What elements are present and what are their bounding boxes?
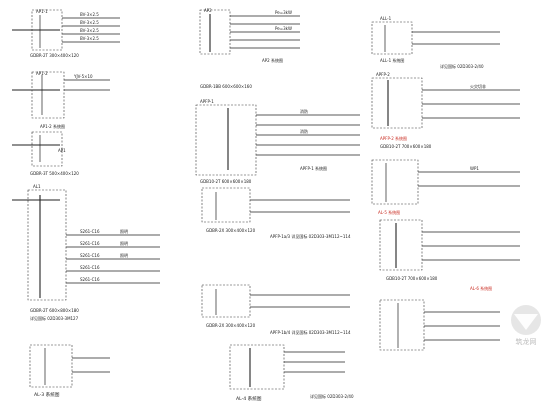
- panel-al-3: AL-3 系统图: [29, 344, 110, 398]
- circuit-cable-label: BV-3×2.5: [80, 20, 99, 25]
- circuit-breaker-label: S261-C16: [80, 229, 100, 234]
- bottom-reference-note: 详见国标 02D303-2/40: [310, 393, 354, 399]
- circuit-fire-label: 消防: [300, 128, 308, 134]
- panel-apfp-1-enclosure: GDB10-2T 600×600×180: [200, 179, 252, 184]
- circuit-breaker-label: S261-C16: [80, 265, 100, 270]
- panel-apfp-1a-label: APFP-1a/3 详见国标 02D303-3M112~114: [270, 233, 351, 239]
- panel-ap1-1-enclosure: GDBR-2T 300×400×120: [30, 53, 79, 58]
- circuit-power-label: Pe=3kW: [275, 26, 292, 31]
- panel-apfp-2-label: APFP-2 系统图: [380, 135, 407, 141]
- panel-ap1-2-title: AP1-2: [36, 71, 48, 76]
- panel-ap1-enclosure: GDBR-3T 500×400×120: [30, 171, 79, 176]
- right-reference-note: 详见国标 02D303-2/40: [440, 63, 484, 69]
- panel-apfp-1-label: APFP-1 系统图: [300, 165, 327, 171]
- circuit-incoming-label: YJV-5×10: [73, 74, 93, 79]
- panel-al1: AL1 S261-C16 S261-C16 S261-C16 S261-C16 …: [12, 184, 160, 321]
- panel-apfp-1b: GDBR-2X 300×400×120 APFP-1b/4 详见国标 02D30…: [201, 284, 351, 335]
- panel-apfp-1a: GDBR-2X 300×400×120 APFP-1a/3 详见国标 02D30…: [201, 187, 351, 239]
- panel-apfp-1: APFP-1 消防 消防 APFP-1 系统图 GDB10-2T 600×600…: [195, 99, 360, 184]
- panel-al-4: AL-4 系统图 详见国标 02D303-2/40: [229, 344, 354, 402]
- panel-al-6: GDB10-2T 700×600×180 AL-6 系统图: [379, 219, 520, 291]
- panel-all-1-title: ALL-1: [380, 16, 392, 21]
- panel-ap1-2: AP1-2 YJV-5×10 AP1-2 系统图: [12, 71, 110, 129]
- watermark-logo: 筑龙网: [511, 305, 541, 346]
- panel-ap1-2-label: AP1-2 系统图: [40, 123, 65, 129]
- panel-al-4-label: AL-4 系统图: [236, 395, 262, 402]
- panel-ap1-1: AP1-1 BV-3×2.5 BV-3×2.5 BV-3×2.5 BV-3×2.…: [12, 9, 120, 58]
- watermark-text: 筑龙网: [516, 337, 537, 346]
- circuit-power-label: Pe=3kW: [275, 10, 292, 15]
- panel-al1-title: AL1: [33, 184, 41, 189]
- panel-ap2-enclosure: GDBR-1BB 600×600×160: [200, 84, 252, 89]
- panel-apfp-1-title: APFP-1: [200, 99, 214, 104]
- panel-all-1: ALL-1 ALL-1 系统图 详见国标 02D303-2/40: [371, 16, 500, 69]
- panel-al1-enclosure: GDBR-2T 600×800×180: [30, 308, 79, 313]
- panel-ap2: AP2 Pe=3kW Pe=3kW AP2 系统图 GDBR-1BB 600×6…: [199, 8, 300, 89]
- panel-al-5-label: AL-5 系统图: [378, 209, 400, 215]
- panel-apfp-1a-enclosure: GDBR-2X 300×400×120: [206, 228, 256, 233]
- circuit-breaker-label: S261-C16: [80, 253, 100, 258]
- panel-apfp-1b-label: APFP-1b/4 详见国标 02D303-3M112~114: [270, 329, 351, 335]
- panel-apfp-2-title: APFP-2: [376, 72, 390, 77]
- circuit-cable-label: BV-3×2.5: [80, 36, 99, 41]
- circuit-load-label: 照明: [120, 229, 128, 234]
- panel-al-6-enclosure: GDB10-2T 700×600×180: [386, 276, 438, 281]
- circuit-breaker-label: S261-C16: [80, 241, 100, 246]
- circuit-load-label: 照明: [120, 241, 128, 246]
- panel-apfp-2: APFP-2 火灾切非 APFP-2 系统图 GDB10-2T 700×600×…: [371, 72, 520, 149]
- panel-al-6-lower: [379, 299, 500, 351]
- circuit-fire-label: 消防: [300, 108, 308, 114]
- panel-all-1-label: ALL-1 系统图: [380, 57, 404, 63]
- circuit-cable-label: BV-3×2.5: [80, 28, 99, 33]
- circuit-cable-label: BV-3×2.5: [80, 12, 99, 17]
- panel-ap1: AP1 GDBR-3T 500×400×120: [12, 131, 79, 176]
- panel-ap2-label: AP2 系统图: [262, 57, 283, 63]
- panel-ap1-1-title: AP1-1: [36, 9, 48, 14]
- panel-al-5: WP1 AL-5 系统图: [371, 159, 520, 215]
- panel-apfp-2-enclosure: GDB10-2T 700×600×180: [380, 144, 432, 149]
- circuit-note-label: 火灾切非: [470, 83, 486, 89]
- panel-al-3-label: AL-3 系统图: [34, 391, 60, 398]
- panel-ap2-title: AP2: [204, 8, 212, 13]
- panel-apfp-1b-enclosure: GDBR-2X 300×400×120: [206, 323, 256, 328]
- circuit-breaker-label: S261-C16: [80, 277, 100, 282]
- panel-ap1-title: AP1: [58, 148, 66, 153]
- panel-al-6-label: AL-6 系统图: [470, 285, 492, 291]
- circuit-node-label: WP1: [470, 166, 479, 171]
- left-reference-note: 详见国标 02D303-3M127: [30, 315, 79, 321]
- circuit-load-label: 照明: [120, 253, 128, 258]
